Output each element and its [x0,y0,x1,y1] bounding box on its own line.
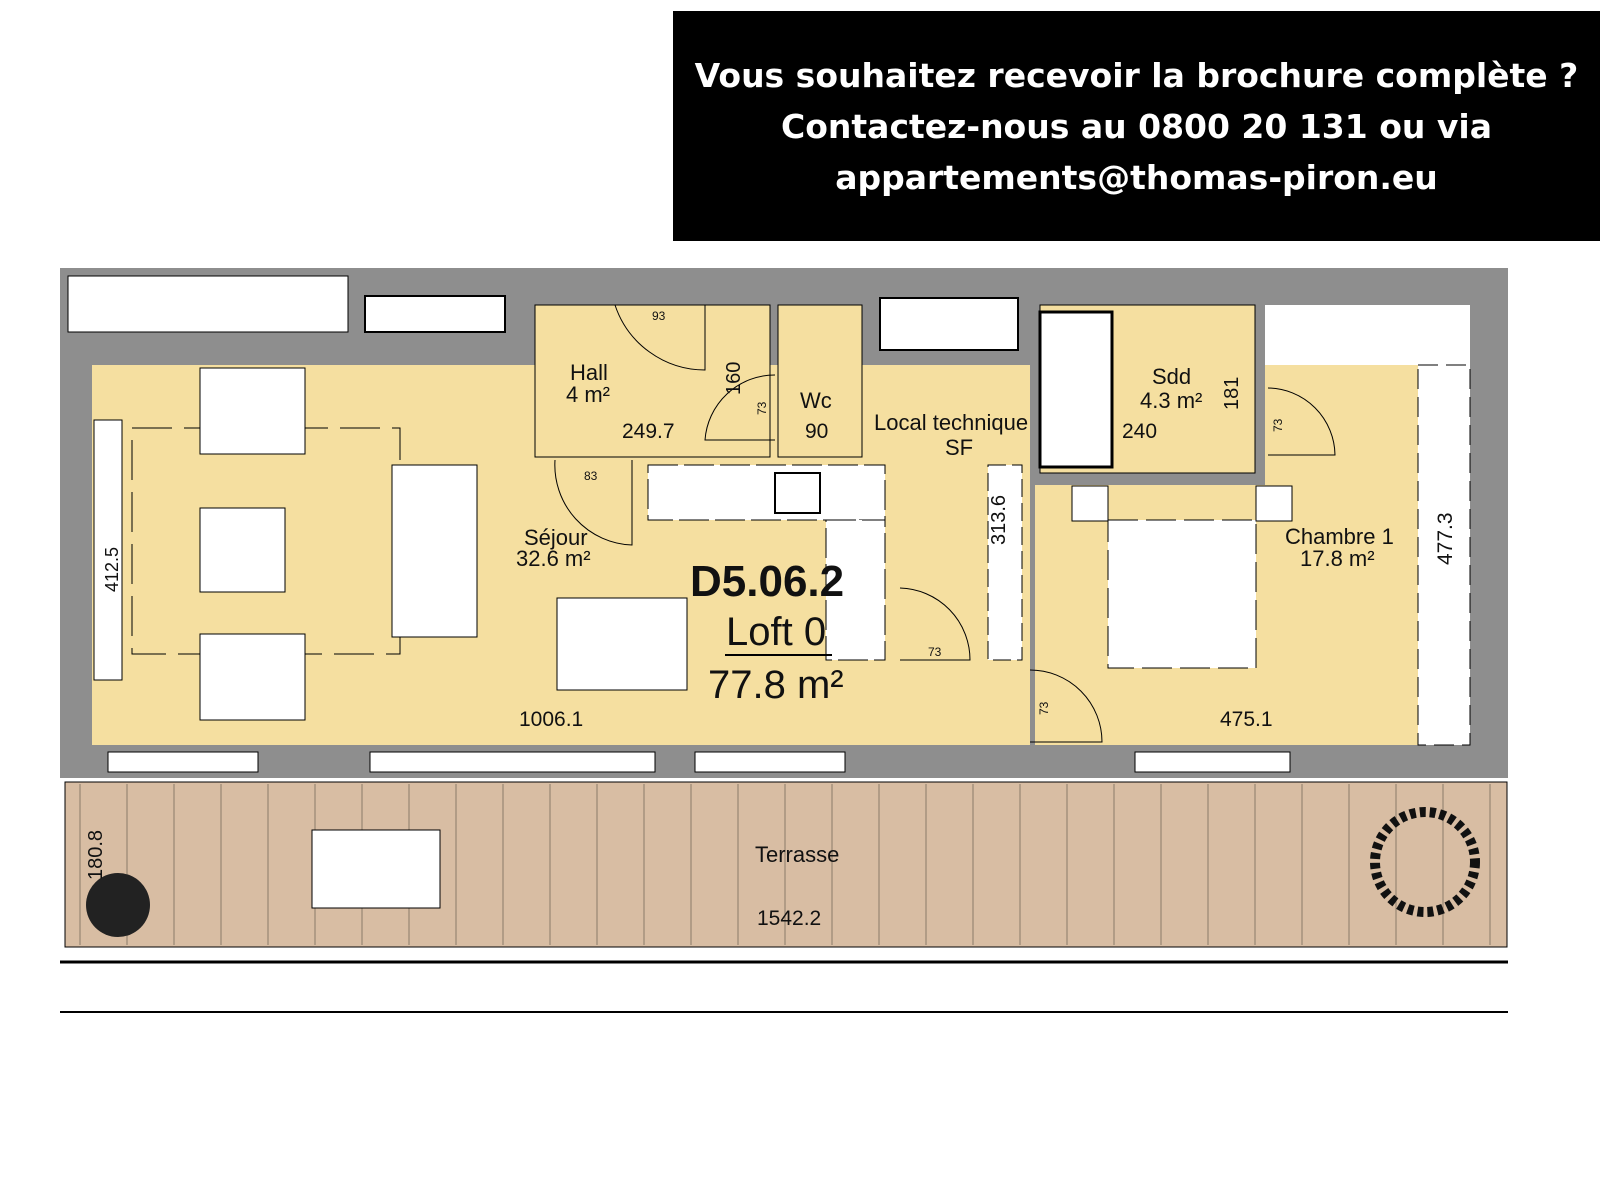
window-4 [1134,751,1291,773]
dim-477-3: 477.3 [1434,512,1457,565]
window-3 [694,751,846,773]
dim-181: 181 [1221,377,1243,410]
door-sejour [554,459,633,546]
door-chambre [1029,669,1103,743]
dim-1542-2: 1542.2 [757,907,821,930]
sejour-shelves [93,419,123,681]
sejour-name: Séjour [524,525,588,550]
unit-area: 77.8 m² [708,663,844,707]
local-shelves [987,464,1023,661]
shower [1038,310,1114,469]
dim-313-6: 313.6 [988,495,1010,545]
banner-line-1: Vous souhaitez recevoir la brochure comp… [694,55,1579,95]
dim-240: 240 [1122,420,1157,443]
chambre-name: Chambre 1 [1285,524,1394,549]
plant-left-icon [86,873,150,937]
window-2 [369,751,656,773]
hall-floor [534,304,771,458]
wardrobe [1265,305,1470,365]
dim-180-8: 180.8 [85,830,107,880]
unit-type: Loft 0 [726,610,826,654]
sink [774,472,821,514]
armchair-top [199,367,306,455]
banner-line-2: Contactez-nous au 0800 20 131 ou via [781,106,1492,146]
local-tag: SF [945,435,973,460]
dim-73-local: 73 [928,645,942,659]
door-hall [614,304,706,371]
dim-83: 83 [584,469,598,483]
contact-banner: Vous souhaitez recevoir la brochure comp… [673,11,1600,241]
dim-90: 90 [805,420,828,443]
sdd-name: Sdd [1152,364,1191,389]
dim-93: 93 [652,309,666,323]
kitchen-column [825,519,886,661]
plant-right-icon [1370,807,1480,917]
top-balcony [67,275,349,333]
door-local [899,587,971,661]
terrace-floor [64,781,1508,948]
dim-73-sdd: 73 [1271,418,1285,432]
chambre-area: 17.8 m² [1300,546,1375,571]
bed [1107,519,1257,669]
wardrobe-side [1417,364,1471,746]
hall-area: 4 m² [566,382,610,407]
unit-code: D5.06.2 [690,557,844,606]
local-name: Local technique [874,410,1028,435]
armchair-bottom [199,633,306,721]
hall-name: Hall [570,360,608,385]
sdd-area: 4.3 m² [1140,388,1202,413]
dim-73-wc: 73 [755,401,769,415]
dim-412-5: 412.5 [102,547,122,592]
door-wc [704,374,776,441]
terrace-table [311,829,441,909]
kitchen-counter [647,464,886,521]
sejour-area: 32.6 m² [516,546,591,571]
wc-floor [777,304,863,458]
dim-73-chambre: 73 [1037,701,1051,715]
door-sdd [1267,387,1336,456]
dining-table [556,597,688,691]
nightstand-left [1071,485,1109,522]
sofa [391,464,478,638]
nightstand-right [1255,485,1293,522]
wc-name: Wc [800,388,832,413]
dim-475-1: 475.1 [1220,708,1273,731]
banner-email[interactable]: appartements@thomas-piron.eu [835,157,1438,197]
dim-249-7: 249.7 [622,420,675,443]
dim-1006-1: 1006.1 [519,708,583,731]
coffee-table [199,507,286,593]
terrasse-name: Terrasse [755,842,839,867]
window-1 [107,751,259,773]
dim-160: 160 [723,362,745,395]
terrace-planks [79,784,1491,945]
top-white-block [879,297,1019,351]
top-block [364,295,506,333]
